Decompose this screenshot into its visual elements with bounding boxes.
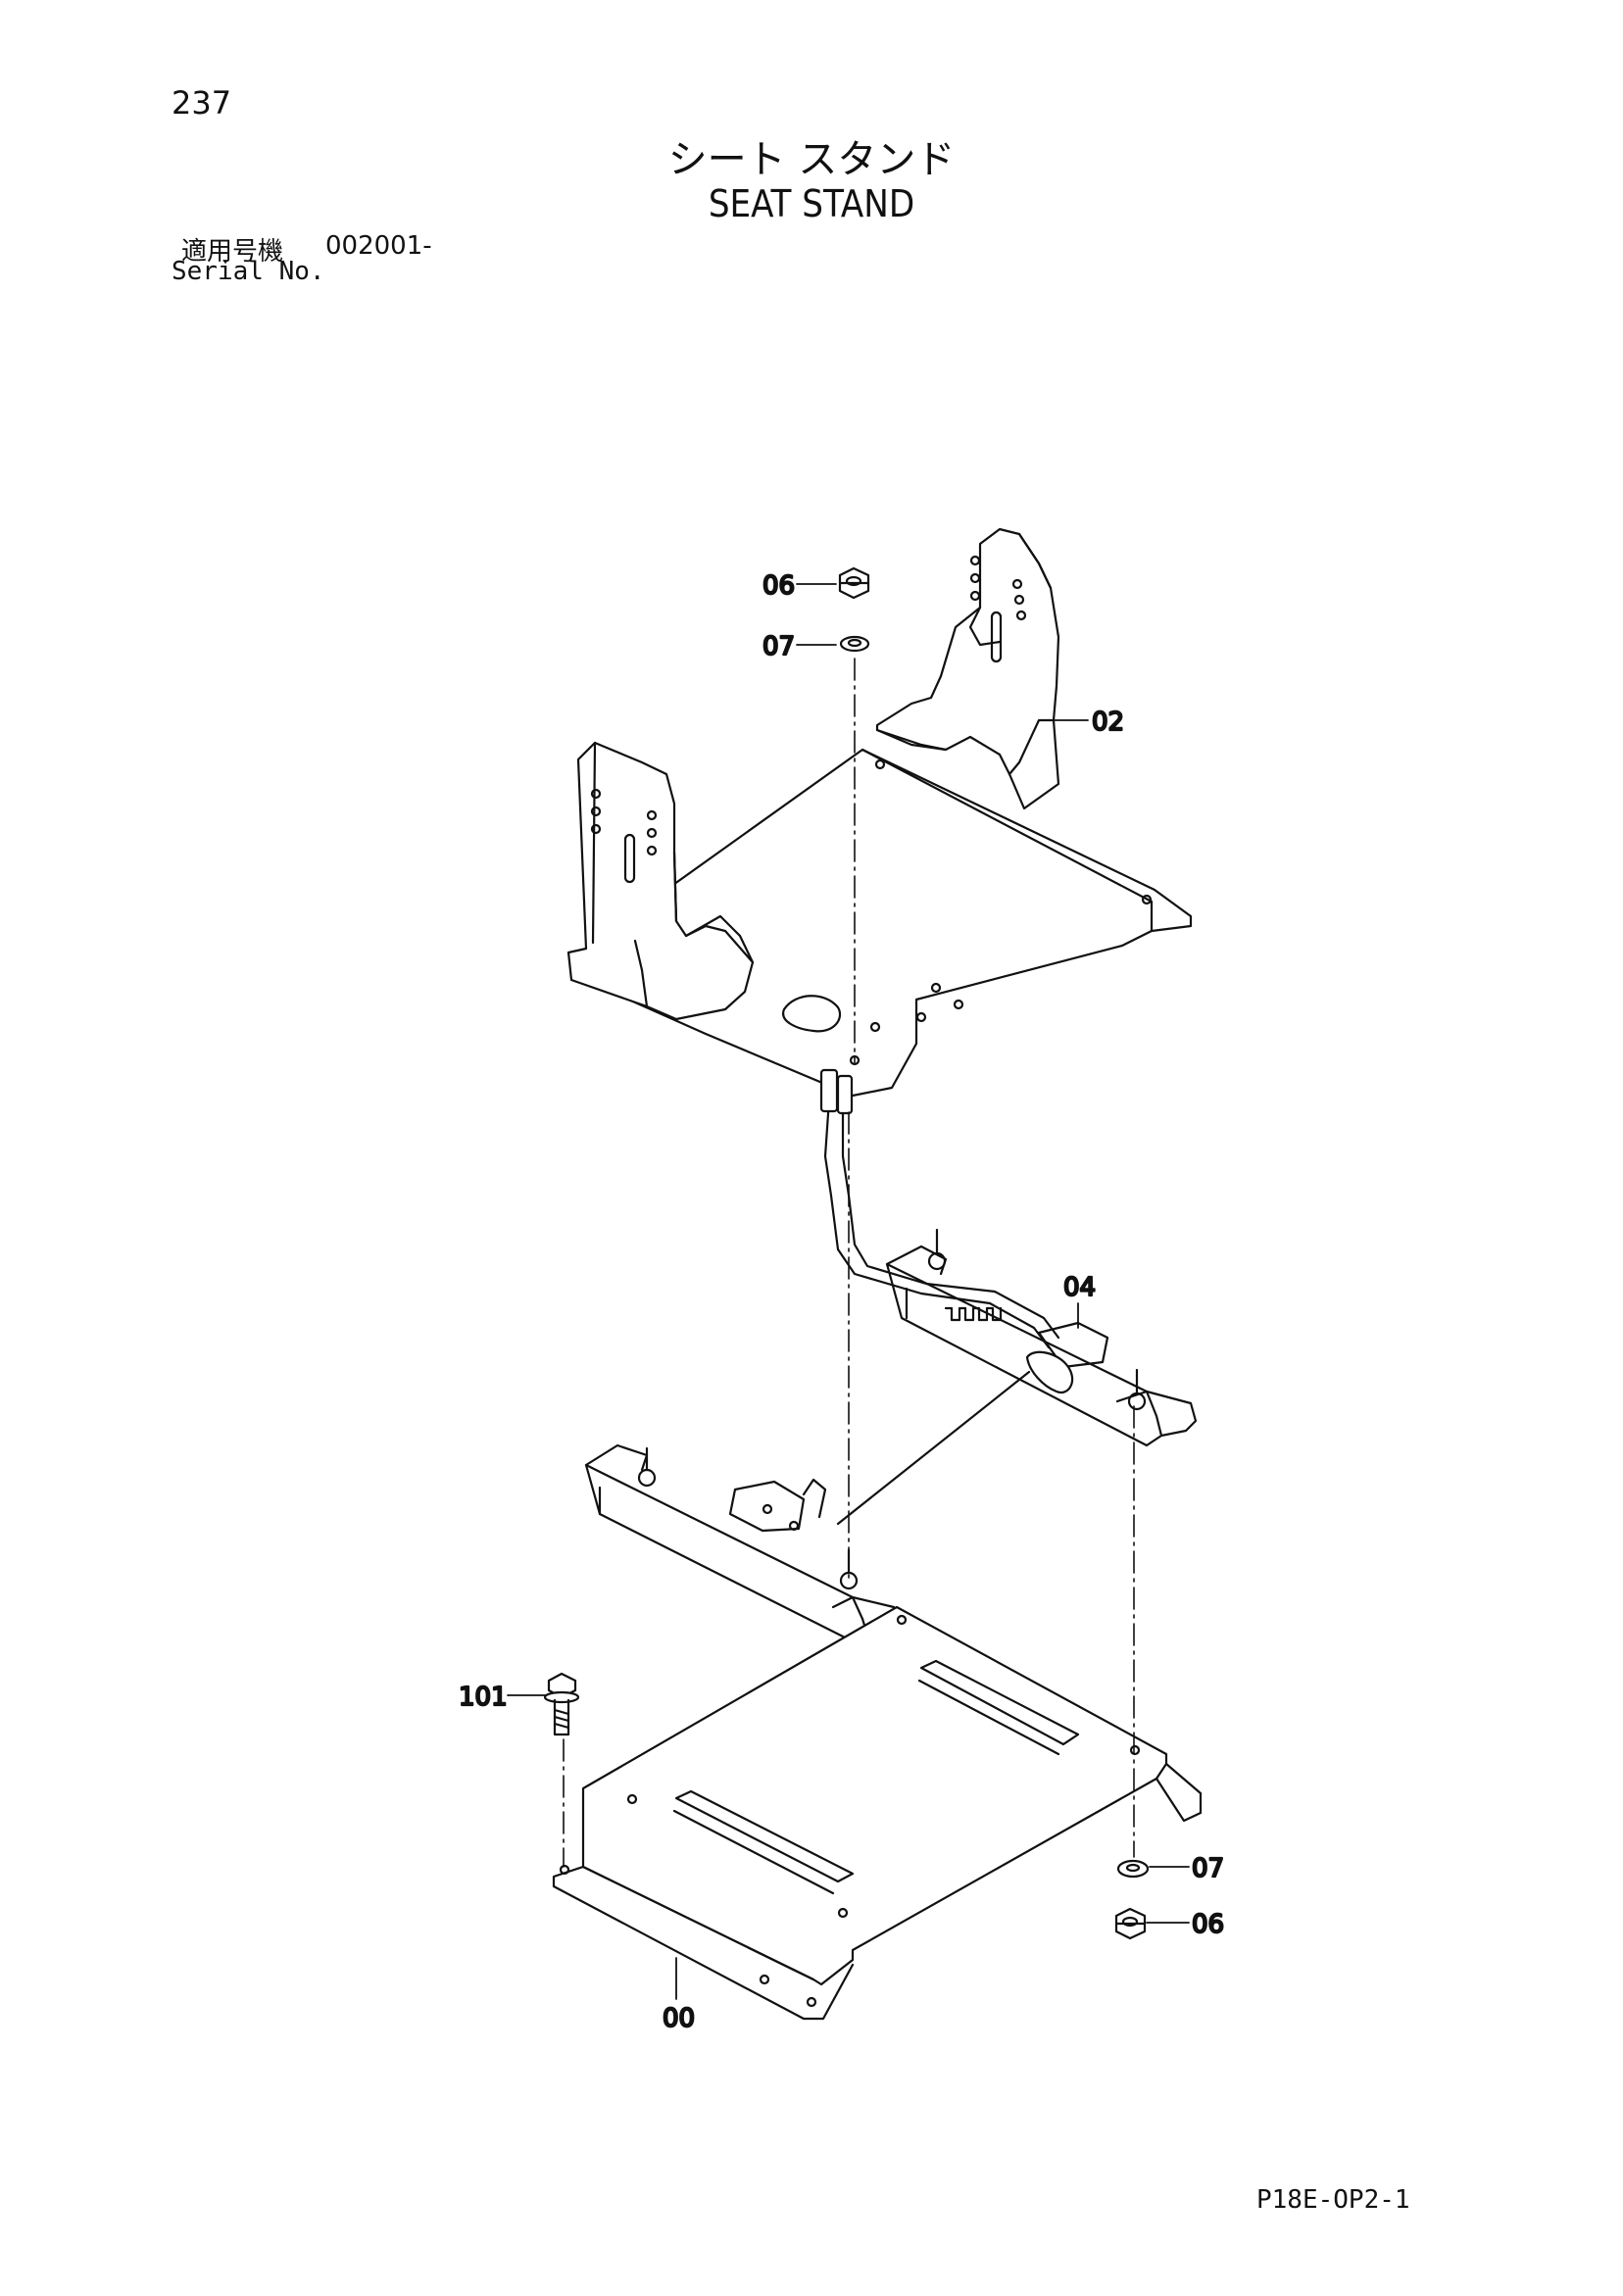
washer-07-bottom bbox=[1116, 1859, 1150, 1879]
callout-06-bottom: 06 bbox=[1192, 1910, 1224, 1939]
callout-02: 02 bbox=[1092, 708, 1124, 737]
document-code: P18E-OP2-1 bbox=[1256, 2185, 1410, 2215]
serial-label: Serial No. bbox=[172, 257, 325, 286]
callout-leader-lines bbox=[507, 583, 1190, 2000]
callout-06-top: 06 bbox=[762, 571, 795, 601]
callout-101: 101 bbox=[459, 1683, 508, 1712]
serial-label-japanese: 適用号機 bbox=[181, 237, 284, 267]
assembly-center-lines bbox=[563, 658, 1135, 1868]
nut-06-top bbox=[838, 566, 870, 600]
callout-07-bottom: 07 bbox=[1192, 1854, 1224, 1883]
nut-06-bottom bbox=[1114, 1907, 1147, 1940]
page-title: SEAT STAND bbox=[708, 182, 915, 225]
callout-00: 00 bbox=[663, 2004, 695, 2033]
page-number: 237 bbox=[172, 84, 232, 122]
part-04-slide-rail-assembly bbox=[584, 1068, 1198, 1643]
callout-07-top: 07 bbox=[762, 632, 795, 661]
serial-number-value: 002001- bbox=[325, 231, 432, 261]
part-02-seat-stand-frame bbox=[566, 527, 1193, 1098]
part-00-base-plate bbox=[552, 1605, 1203, 2021]
page-title-japanese: シート スタンド bbox=[667, 137, 956, 182]
washer-07-top bbox=[839, 635, 870, 653]
bolt-101 bbox=[543, 1672, 580, 1736]
callout-04: 04 bbox=[1063, 1273, 1096, 1302]
